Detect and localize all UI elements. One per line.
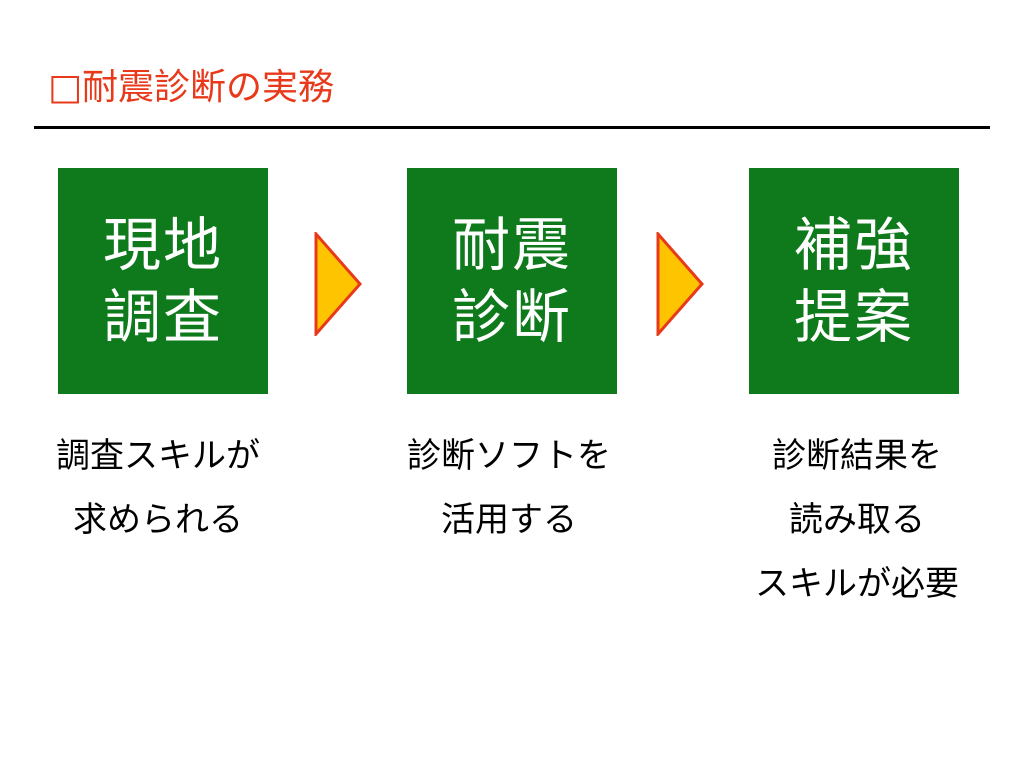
arrow-shape	[314, 232, 362, 336]
step-box-reinforcement-proposal: 補強 提案	[749, 168, 959, 394]
step-caption-reinforcement-proposal: 診断結果を 読み取る スキルが必要	[717, 424, 997, 616]
step-label-line: 調査	[102, 283, 223, 351]
caption-line: スキルが必要	[755, 564, 959, 604]
caption-line: 読み取る	[789, 500, 925, 540]
caption-line: 活用する	[441, 500, 577, 540]
step-label-line: 提案	[793, 283, 914, 351]
chevron-right-icon	[656, 232, 704, 336]
step-box-site-survey: 現地 調査	[58, 168, 268, 394]
step-label-line: 耐震	[451, 211, 572, 279]
title-text: 耐震診断の実務	[82, 67, 335, 108]
caption-line: 求められる	[73, 500, 243, 540]
arrow-shape	[656, 232, 704, 336]
caption-line: 診断ソフトを	[407, 436, 611, 476]
title-rule	[34, 126, 990, 129]
step-caption-seismic-diagnosis: 診断ソフトを 活用する	[369, 424, 649, 552]
title-marker: □	[48, 67, 83, 108]
step-caption-site-survey: 調査スキルが 求められる	[18, 424, 298, 552]
caption-line: 調査スキルが	[56, 436, 260, 476]
caption-line: 診断結果を	[772, 436, 942, 476]
step-label-line: 現地	[102, 211, 223, 279]
step-box-seismic-diagnosis: 耐震 診断	[407, 168, 617, 394]
slide-title: □耐震診断の実務	[48, 66, 334, 110]
step-label-line: 診断	[451, 283, 572, 351]
step-label-line: 補強	[793, 211, 914, 279]
chevron-right-icon	[314, 232, 362, 336]
